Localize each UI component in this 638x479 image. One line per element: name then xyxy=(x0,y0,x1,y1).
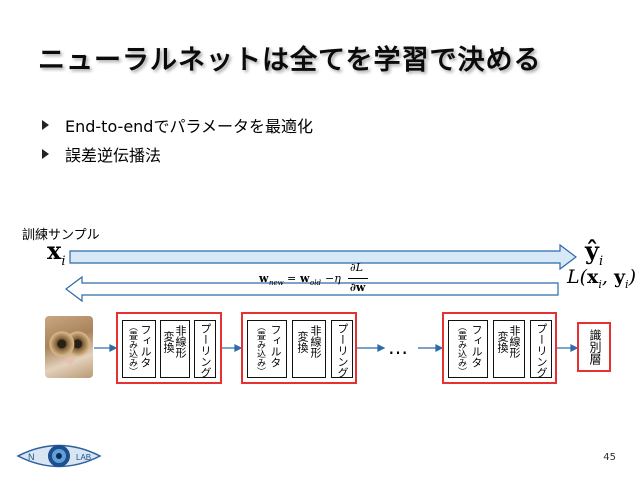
pooling-layer: プーリング xyxy=(331,320,353,378)
pooling-layer: プーリング xyxy=(194,320,216,378)
bullet-text: End-to-endでパラメータを最適化 xyxy=(65,117,313,136)
loss-function: L(xi, yi) xyxy=(567,266,636,291)
nonlinear-layer: 非線形 変換 xyxy=(292,320,326,378)
svg-text:LAB: LAB xyxy=(76,453,91,462)
ellipsis: … xyxy=(388,335,410,359)
training-sample-label: 訓練サンプル xyxy=(22,228,100,243)
nonlinear-layer: 非線形 変換 xyxy=(160,320,190,378)
cat-input-image xyxy=(45,316,93,378)
output-symbol: ŷi xyxy=(585,236,604,269)
bullet-arrow-icon xyxy=(42,120,49,130)
classifier-layer: 識別層 xyxy=(577,322,611,372)
conv-block-1 xyxy=(116,312,222,384)
filter-layer: フィルタ （畳み込み） xyxy=(122,320,156,378)
backward-arrow xyxy=(65,275,559,303)
conv-block-2 xyxy=(241,312,357,384)
filter-layer: フィルタ （畳み込み） xyxy=(247,320,287,378)
slide-title: ニューラルネットは全てを学習で決める xyxy=(38,45,542,76)
bullet-item: 誤差逆伝播法 xyxy=(42,142,161,166)
pooling-layer: プーリング xyxy=(530,320,552,378)
svg-text:N: N xyxy=(28,452,35,462)
connector-arrows xyxy=(94,344,579,352)
page-number: 45 xyxy=(603,452,616,463)
filter-layer: フィルタ （畳み込み） xyxy=(448,320,488,378)
forward-arrow xyxy=(69,243,577,271)
weight-update-formula: w new = w old −η ∂L ∂w xyxy=(255,259,373,299)
bullet-item: End-to-endでパラメータを最適化 xyxy=(42,113,313,137)
input-symbol: xi xyxy=(47,236,66,269)
nonlinear-layer: 非線形 変換 xyxy=(493,320,525,378)
lab-logo: N LAB xyxy=(16,444,102,468)
conv-block-3 xyxy=(442,312,557,384)
bullet-arrow-icon xyxy=(42,149,49,159)
bullet-text: 誤差逆伝播法 xyxy=(65,146,162,165)
